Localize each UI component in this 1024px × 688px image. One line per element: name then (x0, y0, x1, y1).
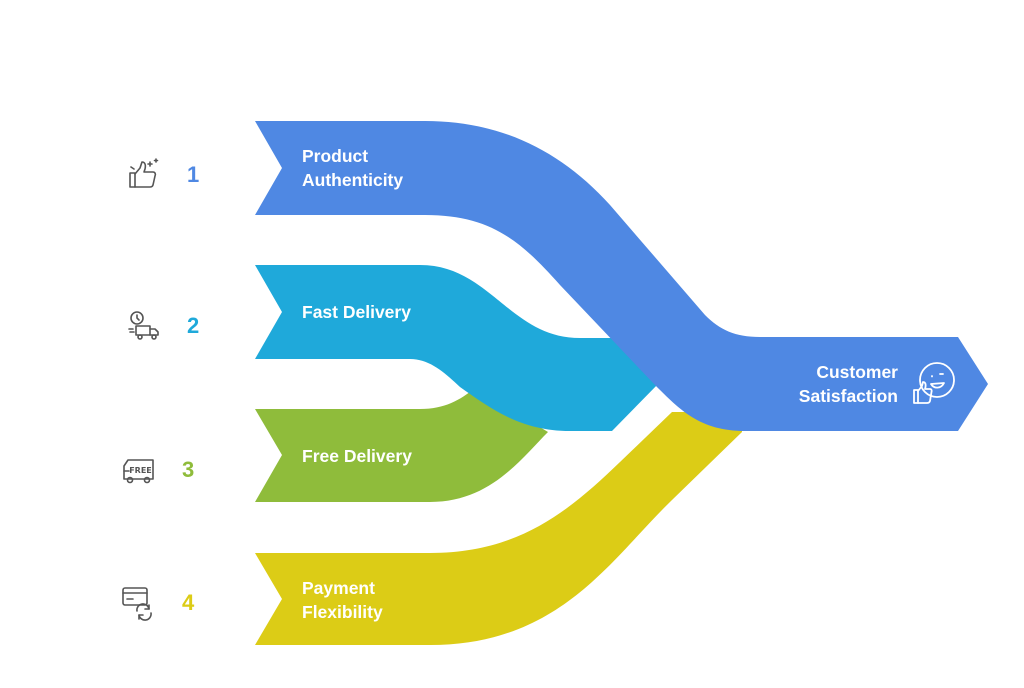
label-line: Payment (302, 578, 375, 598)
band-fast-delivery (255, 265, 660, 431)
label-line: Satisfaction (798, 386, 898, 406)
label-line: Customer (816, 362, 898, 382)
free-delivery-van-icon: FREE (120, 451, 158, 489)
step-number-4: 4 (182, 590, 195, 615)
band-payment-flexibility (255, 412, 742, 645)
label-customer-satisfaction: Customer Satisfaction (728, 360, 898, 408)
label-line: Flexibility (302, 602, 383, 622)
label-line: Fast Delivery (302, 302, 411, 322)
band-product-authenticity (255, 121, 988, 431)
label-payment-flexibility: Payment Flexibility (302, 576, 383, 624)
step-number-3: 3 (182, 457, 195, 482)
band-free-delivery (255, 388, 548, 502)
label-product-authenticity: Product Authenticity (302, 144, 403, 192)
label-fast-delivery: Fast Delivery (302, 300, 411, 324)
label-line: Authenticity (302, 170, 404, 190)
step-number-2: 2 (187, 313, 200, 338)
label-free-delivery: Free Delivery (302, 444, 412, 468)
step-number-1: 1 (187, 162, 200, 187)
label-line: Free Delivery (302, 446, 412, 466)
svg-text:FREE: FREE (129, 466, 152, 475)
label-line: Product (302, 146, 369, 166)
thumbs-up-sparkle-icon (125, 156, 163, 194)
fast-delivery-truck-icon (126, 307, 164, 345)
payment-card-refresh-icon (119, 583, 157, 621)
smiley-thumbs-up-icon (908, 358, 958, 408)
